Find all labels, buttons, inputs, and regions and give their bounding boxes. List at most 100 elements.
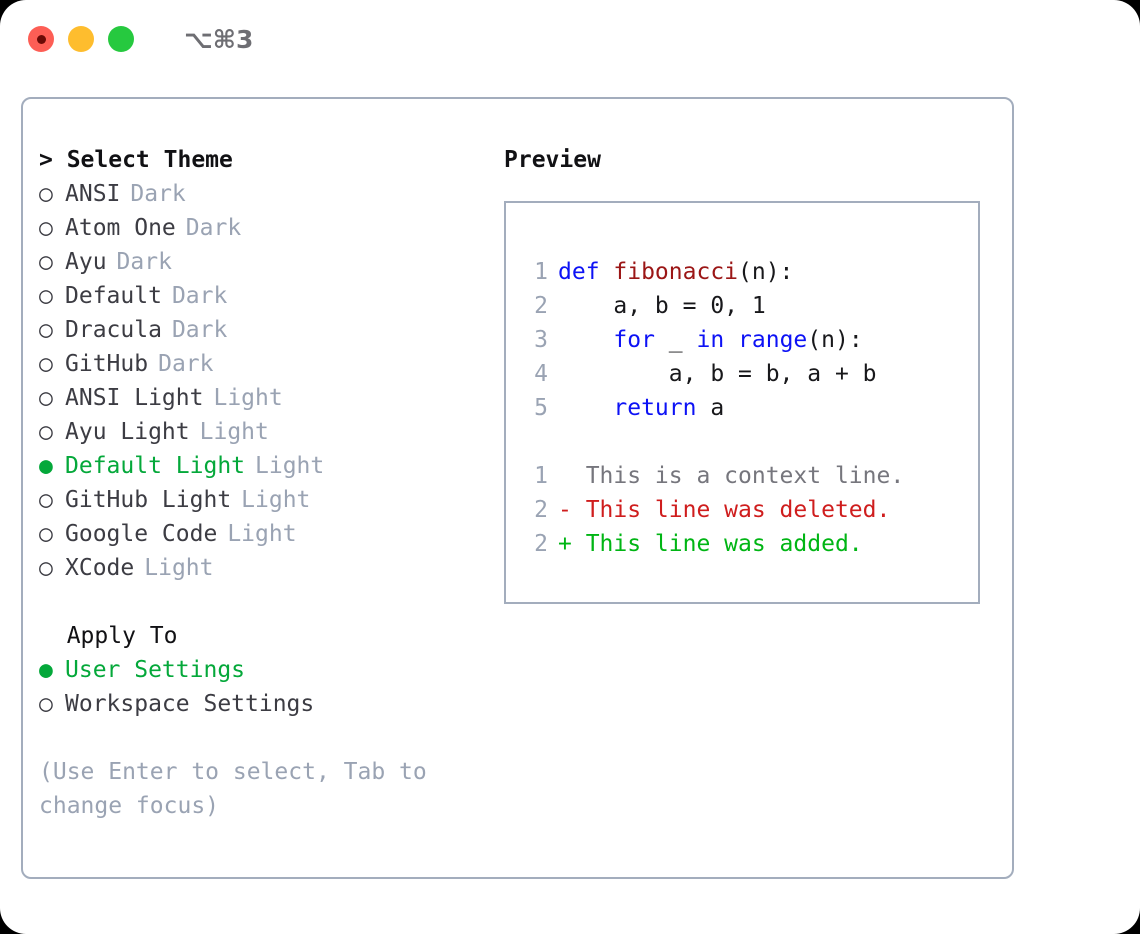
line-number: 5 [534, 395, 548, 421]
apply-to-header: Apply To [39, 623, 178, 649]
line-number: 2 [534, 293, 548, 319]
theme-category: Dark [171, 317, 228, 343]
code-token-plain: (n): [807, 327, 863, 353]
theme-name: Ayu [65, 249, 107, 275]
list-item[interactable]: ○ Workspace Settings [39, 687, 504, 721]
theme-category: Light [241, 487, 311, 513]
diff-text: - This line was deleted. [558, 497, 891, 523]
code-token-plain: _ [654, 327, 697, 353]
theme-category: Light [199, 419, 269, 445]
code-line: 4 a, b = b, a + b [524, 357, 978, 391]
close-button[interactable] [28, 26, 54, 52]
theme-selection-column: > Select Theme ○ ANSI Dark ○ Atom One Da… [23, 143, 504, 823]
theme-name: GitHub [65, 351, 149, 377]
radio-icon[interactable]: ○ [39, 487, 53, 513]
radio-icon-selected[interactable]: ● [39, 453, 53, 479]
list-item[interactable]: ○ Ayu Dark [39, 245, 504, 279]
radio-icon[interactable]: ○ [39, 385, 53, 411]
theme-category: Dark [116, 249, 172, 275]
diff-text: This is a context line. [558, 463, 905, 489]
code-token-plain: (n): [738, 259, 794, 285]
section-spacer [39, 585, 504, 619]
line-number: 4 [534, 361, 548, 387]
list-item[interactable]: ○ GitHub Dark [39, 347, 504, 381]
theme-picker-panel: > Select Theme ○ ANSI Dark ○ Atom One Da… [21, 97, 1014, 879]
radio-icon[interactable]: ○ [39, 419, 53, 445]
radio-icon[interactable]: ○ [39, 181, 53, 207]
code-token-plain: a [696, 395, 725, 421]
code-token-keyword: in [696, 327, 725, 353]
diff-line-deleted: 2 - This line was deleted. [524, 493, 978, 527]
apply-target-label: User Settings [65, 657, 246, 683]
list-item[interactable]: ○ ANSI Dark [39, 177, 504, 211]
list-item[interactable]: ○ GitHub Light Light [39, 483, 504, 517]
theme-name: ANSI Light [65, 385, 204, 411]
list-item-selected[interactable]: ● User Settings [39, 653, 504, 687]
theme-category: Light [213, 385, 283, 411]
code-token-keyword: for [613, 327, 655, 353]
theme-name: Default [65, 283, 162, 309]
diff-line-context: 1 This is a context line. [524, 459, 978, 493]
theme-name: Ayu Light [65, 419, 190, 445]
select-theme-header: > Select Theme [39, 147, 233, 173]
radio-icon[interactable]: ○ [39, 351, 53, 377]
list-item[interactable]: ○ Default Dark [39, 279, 504, 313]
list-item-selected[interactable]: ● Default Light Light [39, 449, 504, 483]
diff-text: + This line was added. [558, 531, 863, 557]
minimize-button[interactable] [68, 26, 94, 52]
line-number: 2 [534, 531, 548, 557]
theme-list: ○ ANSI Dark ○ Atom One Dark ○ Ayu Dark [39, 177, 504, 585]
apply-to-list: ● User Settings ○ Workspace Settings [39, 653, 504, 721]
preview-column: Preview 1 def fibonacci(n): 2 a, b = 0, … [504, 143, 1012, 823]
line-number: 1 [534, 463, 548, 489]
list-item[interactable]: ○ Ayu Light Light [39, 415, 504, 449]
code-line: 3 for _ in range(n): [524, 323, 978, 357]
code-token-function: fibonacci [613, 259, 739, 285]
code-token-plain [558, 327, 613, 353]
list-item[interactable]: ○ ANSI Light Light [39, 381, 504, 415]
theme-category: Light [255, 453, 325, 479]
theme-category: Light [227, 521, 297, 547]
radio-icon[interactable]: ○ [39, 215, 53, 241]
keyboard-hint-text: (Use Enter to select, Tab to change focu… [39, 759, 427, 819]
line-number: 2 [534, 497, 548, 523]
code-token-plain [558, 395, 613, 421]
preview-box: 1 def fibonacci(n): 2 a, b = 0, 1 3 for … [504, 201, 980, 604]
theme-name: Default Light [65, 453, 246, 479]
radio-icon[interactable]: ○ [39, 521, 53, 547]
code-token-plain: a, b = b, a + b [558, 361, 877, 387]
line-number: 1 [534, 259, 548, 285]
code-token-keyword: return [613, 395, 697, 421]
radio-icon-selected[interactable]: ● [39, 657, 53, 683]
maximize-button[interactable] [108, 26, 134, 52]
radio-icon[interactable]: ○ [39, 691, 53, 717]
line-number: 3 [534, 327, 548, 353]
radio-icon[interactable]: ○ [39, 283, 53, 309]
list-item[interactable]: ○ Google Code Light [39, 517, 504, 551]
code-line: 2 a, b = 0, 1 [524, 289, 978, 323]
theme-category: Dark [158, 351, 214, 377]
list-item[interactable]: ○ XCode Light [39, 551, 504, 585]
list-item[interactable]: ○ Atom One Dark [39, 211, 504, 245]
diff-spacer [524, 425, 978, 459]
theme-category: Dark [185, 215, 242, 241]
radio-icon[interactable]: ○ [39, 317, 53, 343]
theme-name: Atom One [65, 215, 176, 241]
list-item[interactable]: ○ Dracula Dark [39, 313, 504, 347]
code-token-keyword: def [558, 259, 614, 285]
theme-category: Light [144, 555, 214, 581]
radio-icon[interactable]: ○ [39, 249, 53, 275]
preview-title: Preview [504, 147, 601, 173]
theme-name: Google Code [65, 521, 218, 547]
theme-name: Dracula [65, 317, 162, 343]
theme-name: GitHub Light [65, 487, 232, 513]
hint-spacer [39, 721, 504, 755]
code-line: 5 return a [524, 391, 978, 425]
theme-category: Dark [171, 283, 228, 309]
theme-category: Dark [130, 181, 186, 207]
radio-icon[interactable]: ○ [39, 555, 53, 581]
code-token-plain: a, b = 0, 1 [558, 293, 766, 319]
title-bar: ⌥⌘3 [0, 0, 1140, 78]
theme-name: XCode [65, 555, 135, 581]
